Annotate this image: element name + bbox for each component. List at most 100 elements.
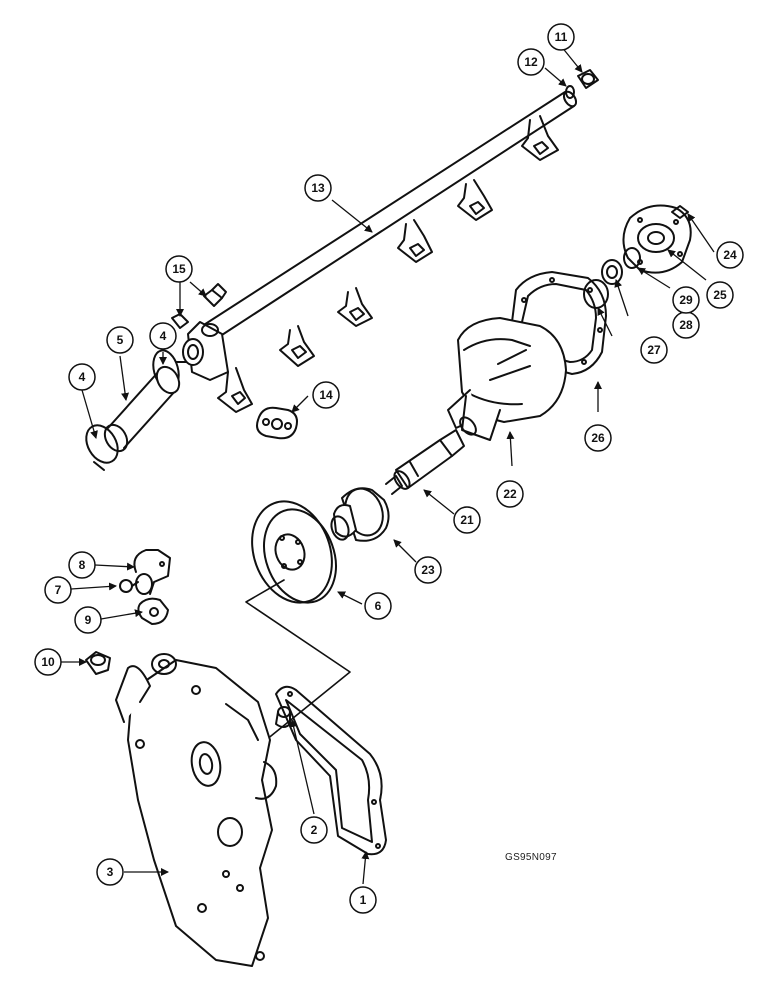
callout-29: 29 <box>672 286 700 314</box>
callout-21: 21 <box>453 506 481 534</box>
callout-6: 6 <box>364 592 392 620</box>
callout-12: 12 <box>517 48 545 76</box>
callout-circle <box>44 576 72 604</box>
callout-9: 9 <box>74 606 102 634</box>
manifold-bracket <box>337 287 373 327</box>
cover-screw <box>671 205 689 219</box>
coolant-hose <box>103 365 181 453</box>
water-manifold <box>182 90 578 413</box>
assembly-guide-line <box>245 579 351 741</box>
callout-number: 7 <box>55 583 62 597</box>
callout-number: 6 <box>375 599 382 613</box>
callout-circle <box>716 241 744 269</box>
callout-circle <box>68 551 96 579</box>
seal-ring <box>623 247 641 269</box>
straight-fitting <box>171 313 189 329</box>
callout-number: 28 <box>679 318 693 332</box>
o-ring <box>583 279 609 309</box>
callout-circle <box>584 424 612 452</box>
front-housing-gasket <box>275 685 387 856</box>
callout-circle <box>304 174 332 202</box>
callout-27: 27 <box>640 336 668 364</box>
callout-26: 26 <box>584 424 612 452</box>
callout-circle <box>672 286 700 314</box>
callout-13: 13 <box>304 174 332 202</box>
callout-number: 13 <box>311 181 325 195</box>
callout-number: 4 <box>160 329 167 343</box>
elbow-gasket <box>137 597 169 625</box>
callout-11: 11 <box>547 23 575 51</box>
manifold-bracket <box>457 179 493 221</box>
callout-3: 3 <box>96 858 124 886</box>
water-pump-housing <box>447 317 567 441</box>
callout-14: 14 <box>312 381 340 409</box>
callout-circle <box>68 363 96 391</box>
callout-number: 11 <box>555 30 568 44</box>
callout-number: 29 <box>679 293 693 307</box>
callout-circle <box>300 816 328 844</box>
callout-4: 4 <box>149 322 177 350</box>
pump-front-housing <box>115 653 278 967</box>
callout-number: 1 <box>360 893 367 907</box>
callout-circle <box>496 480 524 508</box>
callout-number: 8 <box>79 558 86 572</box>
callout-number: 22 <box>503 487 517 501</box>
callout-circle <box>165 255 193 283</box>
callout-8: 8 <box>68 551 96 579</box>
callout-circle <box>106 326 134 354</box>
callout-number: 15 <box>172 262 186 276</box>
callout-number: 26 <box>591 431 605 445</box>
callout-circle <box>96 858 124 886</box>
callout-number: 9 <box>85 613 92 627</box>
callout-2: 2 <box>300 816 328 844</box>
callout-number: 14 <box>319 388 333 402</box>
elbow-o-ring <box>119 579 139 593</box>
callout-circle <box>706 281 734 309</box>
pump-cover <box>622 204 692 274</box>
drawing-code: GS95N097 <box>505 852 557 863</box>
manifold-bracket <box>521 115 559 161</box>
seal-ring <box>606 265 618 279</box>
callout-number: 24 <box>723 248 737 262</box>
callout-22: 22 <box>496 480 524 508</box>
callout-5: 5 <box>106 326 134 354</box>
callout-number: 21 <box>460 513 474 527</box>
callout-28: 28 <box>672 311 700 339</box>
drive-hub <box>330 487 390 542</box>
callout-15: 15 <box>165 255 193 283</box>
housing-plug <box>85 651 111 675</box>
elbow-fitting <box>203 283 227 307</box>
manifold-bracket <box>279 325 315 367</box>
plug-o-ring <box>565 85 575 99</box>
callout-circle <box>349 886 377 914</box>
callout-number: 5 <box>117 333 124 347</box>
callout-circle <box>517 48 545 76</box>
hose-clamp <box>85 424 119 471</box>
callout-1: 1 <box>349 886 377 914</box>
callout-23: 23 <box>414 556 442 584</box>
callout-10: 10 <box>34 648 62 676</box>
callout-7: 7 <box>44 576 72 604</box>
callout-24: 24 <box>716 241 744 269</box>
callout-circle <box>414 556 442 584</box>
callout-number: 2 <box>311 823 318 837</box>
leader-lines <box>61 45 715 885</box>
callout-circle <box>547 23 575 51</box>
callout-4: 4 <box>68 363 96 391</box>
callout-number: 23 <box>421 563 435 577</box>
callout-number: 3 <box>107 865 114 879</box>
callout-circle <box>364 592 392 620</box>
pump-pulley <box>251 500 337 604</box>
callout-circle <box>640 336 668 364</box>
seal-ring <box>601 259 623 285</box>
callout-number: 12 <box>524 55 538 69</box>
callout-number: 10 <box>41 655 55 669</box>
callout-circle <box>34 648 62 676</box>
manifold-bracket <box>217 367 253 413</box>
callout-number: 27 <box>647 343 661 357</box>
callout-number: 25 <box>713 288 727 302</box>
manifold-bracket <box>397 219 433 263</box>
